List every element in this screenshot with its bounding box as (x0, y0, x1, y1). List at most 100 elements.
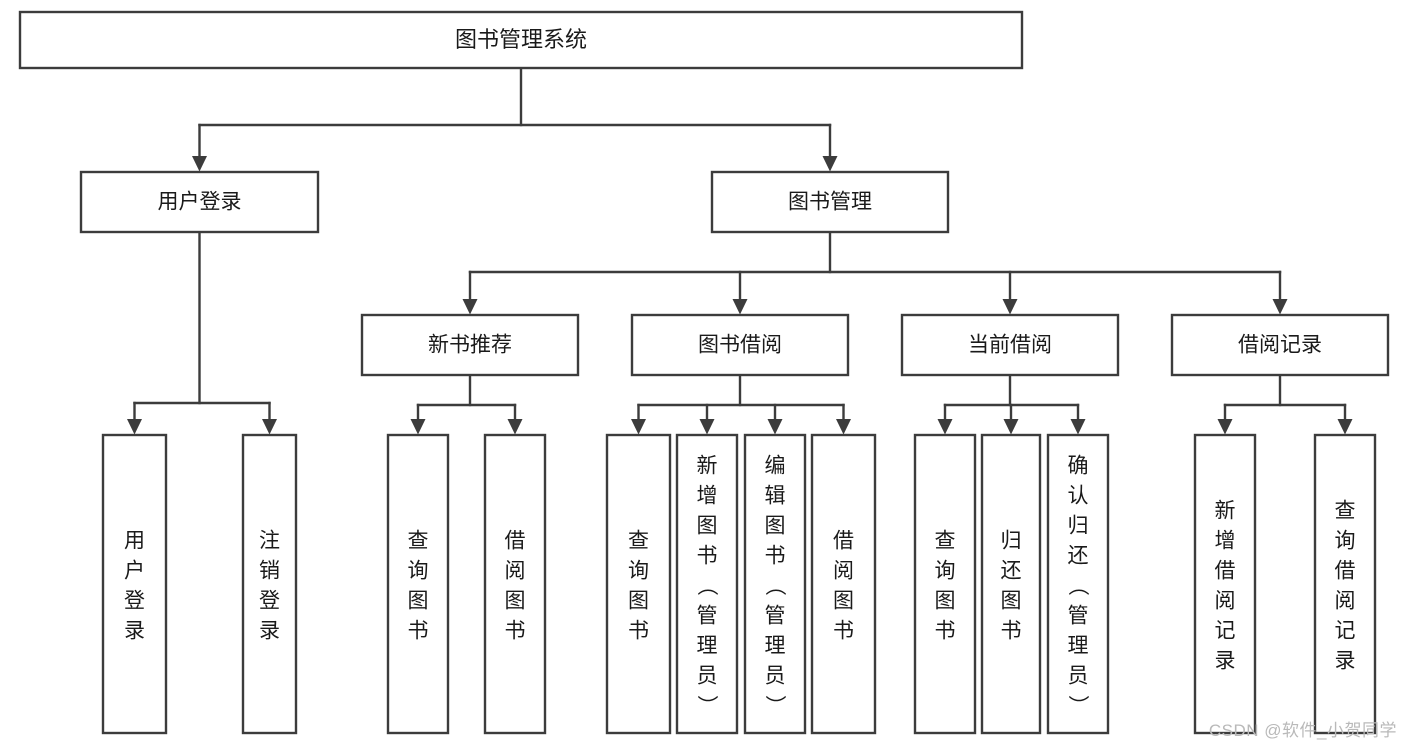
node-layer: 图书管理系统用户登录图书管理新书推荐图书借阅当前借阅借阅记录用户登录注销登录查询… (18, 10, 1390, 735)
node-label-char: 理 (1068, 634, 1089, 657)
node-label-char: 询 (408, 559, 429, 582)
arrow-head-icon (507, 419, 523, 435)
node-box (1313, 433, 1377, 735)
arrow-head-icon (822, 156, 838, 172)
node-label-char: 登 (259, 589, 280, 612)
node-label-char: 书 (408, 619, 429, 642)
arrow-head-icon (767, 419, 783, 435)
node-label-char: ） (763, 695, 786, 716)
node-label-char: 书 (765, 544, 786, 567)
node-label-char: 辑 (765, 484, 786, 507)
node-label-char: 图 (505, 589, 526, 612)
node-box (386, 433, 450, 735)
node-label-char: 查 (935, 529, 956, 552)
node-label-char: 员 (765, 664, 786, 687)
node-box (101, 433, 168, 735)
edge-layer (127, 66, 1353, 435)
node-leaf-login-1[interactable]: 用户登录 (101, 433, 168, 735)
arrow-head-icon (631, 419, 646, 435)
node-box (18, 10, 1024, 70)
node-label-char: 查 (628, 529, 649, 552)
node-label-char: 录 (124, 619, 145, 642)
node-label-char: 图 (765, 514, 786, 537)
node-box (79, 170, 320, 234)
node-label-char: 书 (1001, 619, 1022, 642)
node-box (241, 433, 298, 735)
arrow-head-icon (262, 419, 277, 435)
node-label-char: 记 (1335, 619, 1356, 642)
node-current[interactable]: 当前借阅 (900, 313, 1120, 377)
node-label-char: 管 (1068, 604, 1089, 627)
node-label-char: （ (695, 575, 718, 596)
node-label-char: （ (763, 575, 786, 596)
node-newbook[interactable]: 新书推荐 (360, 313, 580, 377)
arrow-head-icon (410, 419, 426, 435)
node-label-char: 户 (124, 559, 145, 582)
arrow-head-icon (1070, 419, 1086, 435)
node-label-char: 归 (1001, 529, 1022, 552)
node-label: 借阅记录 (1238, 334, 1322, 357)
node-label-char: 阅 (1335, 589, 1356, 612)
node-label-char: 查 (1335, 499, 1356, 522)
node-box (710, 170, 950, 234)
node-label-char: 理 (765, 634, 786, 657)
node-label-char: 询 (628, 559, 649, 582)
node-borrow[interactable]: 图书借阅 (630, 313, 850, 377)
arrow-head-icon (1003, 419, 1019, 435)
node-label: 图书管理 (788, 191, 872, 214)
node-label-char: （ (1066, 575, 1089, 596)
node-root[interactable]: 图书管理系统 (18, 10, 1024, 70)
node-label-char: 增 (697, 484, 718, 507)
node-label-char: 录 (1215, 649, 1236, 672)
node-box (1046, 433, 1110, 735)
node-bookmgmt[interactable]: 图书管理 (710, 170, 950, 234)
node-label: 当前借阅 (968, 334, 1052, 357)
node-label-char: 图 (628, 589, 649, 612)
node-box (743, 433, 807, 735)
arrow-head-icon (192, 156, 207, 172)
node-label-char: 图 (935, 589, 956, 612)
node-label-char: 管 (697, 604, 718, 627)
node-label-char: 员 (1068, 664, 1089, 687)
node-label: 图书管理系统 (455, 27, 587, 52)
node-label-char: 录 (1335, 649, 1356, 672)
node-label: 图书借阅 (698, 334, 782, 357)
node-label-char: 图 (1001, 589, 1022, 612)
node-label-char: 书 (833, 619, 854, 642)
node-label-char: 管 (765, 604, 786, 627)
node-label-char: 查 (408, 529, 429, 552)
node-label-char: 借 (833, 529, 854, 552)
node-label-char: 认 (1068, 484, 1089, 507)
arrow-head-icon (1002, 299, 1018, 315)
node-label-char: 用 (124, 529, 145, 552)
node-label-char: 注 (259, 529, 280, 552)
node-label-char: 还 (1001, 559, 1022, 582)
node-label-char: 书 (628, 619, 649, 642)
node-login[interactable]: 用户登录 (79, 170, 320, 234)
node-records[interactable]: 借阅记录 (1170, 313, 1390, 377)
node-box (360, 313, 580, 377)
node-label-char: 登 (124, 589, 145, 612)
node-label-char: 新 (1215, 499, 1236, 522)
arrow-head-icon (1337, 419, 1353, 435)
node-box (1193, 433, 1257, 735)
arrow-head-icon (462, 299, 478, 315)
arrow-head-icon (732, 299, 748, 315)
arrow-head-icon (1272, 299, 1288, 315)
node-label-char: 员 (697, 664, 718, 687)
node-label-char: 确 (1068, 454, 1089, 477)
node-box (900, 313, 1120, 377)
